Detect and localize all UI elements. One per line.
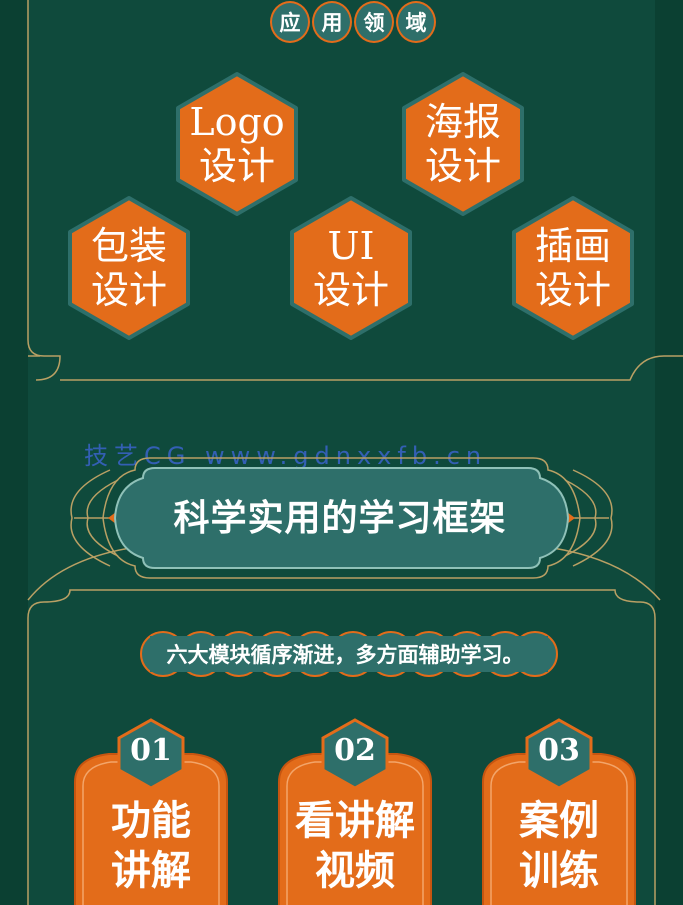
module-line1: 看讲解: [295, 797, 415, 844]
field-line1: 包装: [90, 224, 167, 268]
field-line2: 设计: [90, 268, 167, 312]
left-border-band: [0, 0, 28, 905]
module-line1: 案例: [519, 797, 599, 844]
module-line2: 讲解: [111, 847, 191, 894]
field-line2: 设计: [424, 144, 501, 188]
field-line2: 设计: [198, 144, 275, 188]
module-card-3: 03 案例训练: [477, 718, 641, 905]
module-card-1: 01 功能讲解: [69, 718, 233, 905]
section-subtitle: 六大模块循序渐进，多方面辅助学习。: [166, 642, 524, 667]
module-line2: 视频: [315, 847, 395, 894]
field-hex-poster: 海报设计: [398, 70, 528, 218]
module-card-2: 02 看讲解视频: [273, 718, 437, 905]
title-char: 应: [270, 1, 310, 43]
section-title-learning-framework: 科学实用的学习框架: [173, 497, 507, 539]
module-line2: 训练: [519, 847, 599, 894]
title-char: 用: [312, 1, 352, 43]
module-line1: 功能: [111, 797, 191, 844]
field-line1: UI: [327, 224, 375, 268]
field-line1: 海报: [424, 100, 501, 144]
title-char: 领: [354, 1, 394, 43]
field-hex-illustration: 插画设计: [508, 194, 638, 342]
watermark-text: 技艺CG www.gdnxxfb.cn: [84, 442, 488, 470]
title-char: 域: [396, 1, 436, 43]
section-title-application-fields: 应 用 领 域: [270, 0, 436, 44]
right-border-band: [655, 0, 683, 905]
module-number: 01: [130, 733, 172, 768]
field-line2: 设计: [534, 268, 611, 312]
field-line1: Logo: [189, 100, 285, 144]
module-number: 02: [334, 733, 376, 768]
field-hex-packaging: 包装设计: [64, 194, 194, 342]
field-line2: 设计: [312, 268, 389, 312]
module-number: 03: [538, 733, 580, 768]
field-line1: 插画: [534, 224, 611, 268]
